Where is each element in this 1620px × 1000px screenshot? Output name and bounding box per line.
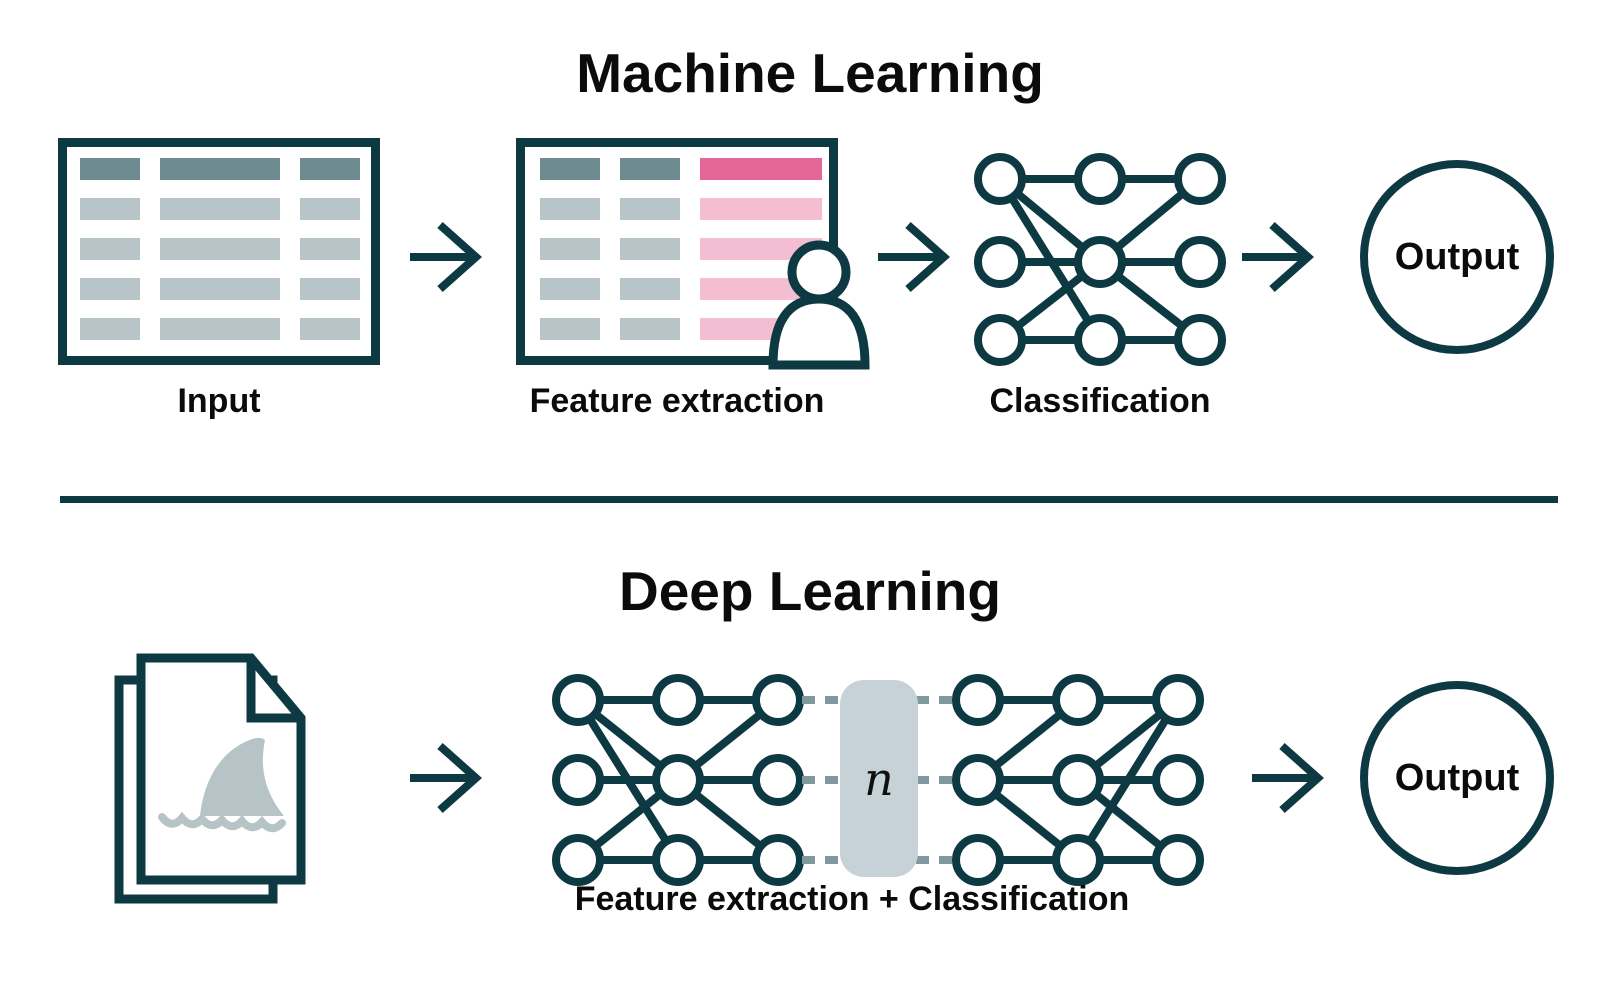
table-column-rows — [620, 198, 680, 340]
arrow-head — [1279, 743, 1324, 813]
folded-corner — [246, 658, 301, 723]
input-table-icon — [58, 138, 380, 365]
arrow-right-icon — [410, 743, 482, 813]
combined-label: Feature extraction + Classification — [574, 880, 1130, 918]
input-label: Input — [177, 382, 261, 420]
dl-output-circle: Output — [1360, 681, 1554, 875]
table-column-rows — [300, 198, 360, 340]
dl-title: Deep Learning — [618, 560, 1002, 622]
arrow-right-icon — [1252, 743, 1324, 813]
person-head — [787, 240, 851, 304]
highlighted-header-cell — [700, 158, 822, 180]
arrow-right-icon — [878, 222, 950, 292]
table-header-cell — [160, 158, 280, 180]
network-nodes — [552, 674, 804, 886]
ml-output-label: Output — [1394, 235, 1520, 278]
table-header-cell — [620, 158, 680, 180]
table-column-rows — [80, 198, 140, 340]
table-header-cell — [300, 158, 360, 180]
arrow-right-icon — [1242, 222, 1314, 292]
ml-output-circle: Output — [1360, 160, 1554, 354]
feature-extraction-label: Feature extraction — [529, 382, 825, 420]
table-header-cell — [540, 158, 600, 180]
arrow-head — [905, 222, 950, 292]
classification-network-icon — [974, 153, 1226, 366]
arrow-head — [437, 222, 482, 292]
arrow-head — [437, 743, 482, 813]
n-hidden-layers-block: n — [840, 680, 918, 877]
table-column-rows — [160, 198, 280, 340]
network-nodes — [974, 153, 1226, 366]
shark-fin — [200, 737, 284, 816]
feature-table-icon — [516, 138, 838, 365]
table-column-rows — [540, 198, 600, 340]
hidden-layer-dashes — [802, 696, 956, 864]
person-shoulders — [768, 294, 870, 370]
deep-network-2-icon — [952, 674, 1204, 886]
section-divider — [60, 496, 1558, 503]
shark-documents-icon — [114, 653, 306, 904]
classification-label: Classification — [989, 382, 1211, 420]
dl-output-label: Output — [1394, 756, 1520, 799]
person-icon — [768, 240, 870, 370]
arrow-right-icon — [410, 222, 482, 292]
water-wave — [158, 811, 286, 833]
arrow-head — [1269, 222, 1314, 292]
network-nodes — [952, 674, 1204, 886]
n-label: n — [864, 751, 894, 806]
ml-title: Machine Learning — [576, 42, 1044, 104]
deep-network-1-icon — [552, 674, 804, 886]
table-header-cell — [80, 158, 140, 180]
